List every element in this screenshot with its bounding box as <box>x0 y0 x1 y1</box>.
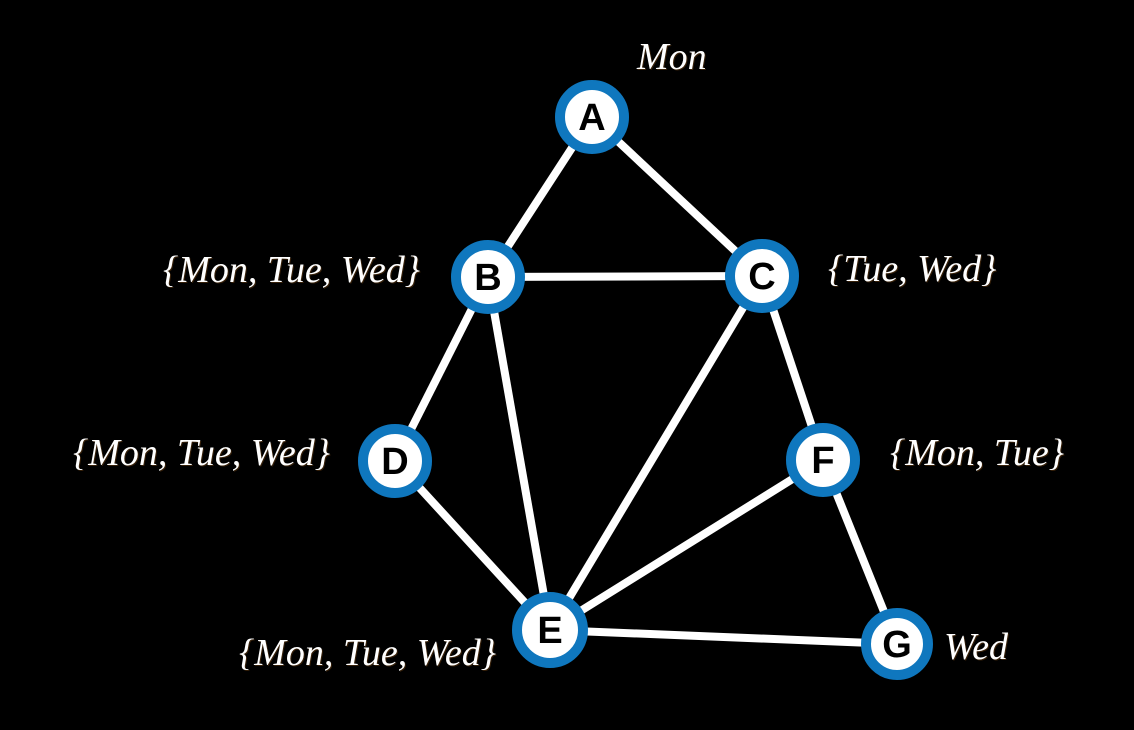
node-circle-b <box>451 240 525 314</box>
edge-a-c <box>589 114 765 279</box>
node-circle-e <box>512 592 588 668</box>
edge-b-c <box>487 272 763 281</box>
edge-b-e <box>484 276 554 631</box>
edge-e-g <box>549 626 898 648</box>
domain-label-a: Mon <box>637 36 707 78</box>
node-c[interactable]: C <box>725 239 799 313</box>
edge-c-e <box>546 273 766 633</box>
node-g[interactable]: G <box>861 608 933 680</box>
edge-e-f <box>547 456 826 634</box>
nodes-group: A B C D E F G <box>358 80 933 680</box>
domain-label-c: {Tue, Wed} <box>828 248 997 290</box>
node-d[interactable]: D <box>358 424 432 498</box>
node-label-g: G <box>882 624 912 666</box>
edges-group <box>391 114 901 648</box>
node-circle-a <box>555 80 629 154</box>
node-a[interactable]: A <box>555 80 629 154</box>
domain-label-d: {Mon, Tue, Wed} <box>73 432 330 474</box>
node-circle-g <box>861 608 933 680</box>
node-label-f: F <box>811 440 834 482</box>
node-e[interactable]: E <box>512 592 588 668</box>
node-f[interactable]: F <box>786 423 860 497</box>
domain-label-e: {Mon, Tue, Wed} <box>239 632 496 674</box>
node-label-b: B <box>474 257 501 299</box>
node-circle-f <box>786 423 860 497</box>
node-label-a: A <box>578 97 605 139</box>
edge-d-e <box>392 458 553 633</box>
domain-label-b: {Mon, Tue, Wed} <box>163 249 420 291</box>
node-label-c: C <box>748 256 775 298</box>
node-circle-d <box>358 424 432 498</box>
node-label-e: E <box>537 610 562 652</box>
node-label-d: D <box>381 441 408 483</box>
domain-label-g: Wed <box>944 626 1009 668</box>
domain-label-f: {Mon, Tue} <box>890 432 1064 474</box>
node-circle-c <box>725 239 799 313</box>
node-b[interactable]: B <box>451 240 525 314</box>
